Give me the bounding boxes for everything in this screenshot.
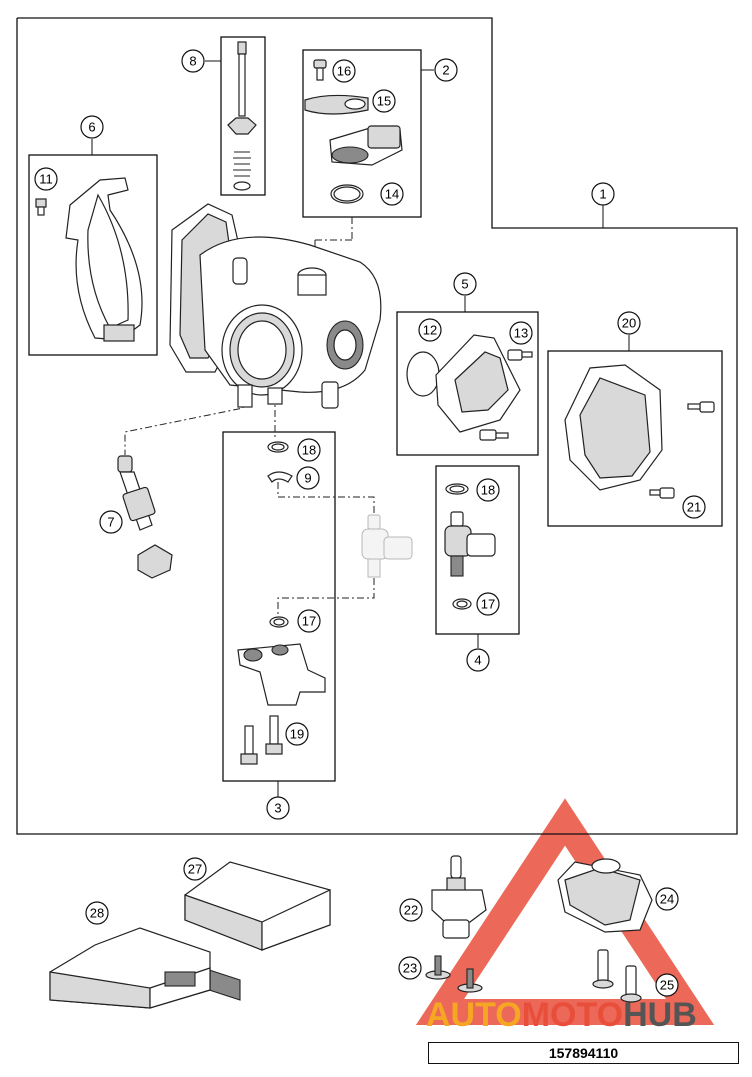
svg-text:25: 25: [660, 978, 674, 993]
callout-23: 23: [398, 956, 422, 980]
watermark-part-moto: MOTO: [521, 996, 624, 1034]
group-frame-2: [302, 49, 422, 218]
svg-text:7: 7: [107, 515, 114, 530]
svg-text:24: 24: [660, 892, 674, 907]
callout-27: 27: [183, 857, 207, 881]
svg-text:4: 4: [474, 653, 481, 668]
callout-17a: 17: [297, 609, 321, 633]
callout-19: 19: [285, 722, 309, 746]
svg-text:8: 8: [189, 54, 196, 69]
ecu-unit-27: [184, 861, 331, 1001]
injector-kit-3: [237, 441, 413, 765]
callout-13: 13: [509, 321, 533, 345]
callout-6: 6: [80, 115, 104, 139]
svg-text:20: 20: [622, 316, 636, 331]
control-unit-28: [49, 927, 211, 1009]
injector-ghost: [361, 514, 413, 578]
callout-21: 21: [682, 495, 706, 519]
callout-2: 2: [434, 58, 458, 82]
svg-text:9: 9: [304, 471, 311, 486]
connector-cover-24: [557, 858, 653, 933]
callout-18b: 18: [476, 478, 500, 502]
callout-11: 11: [34, 167, 58, 191]
callout-7: 7: [99, 510, 123, 534]
throttle-sensor-kit: [304, 59, 403, 204]
injector-kit-4: [444, 483, 496, 610]
callout-15: 15: [372, 89, 396, 113]
callout-17b: 17: [476, 592, 500, 616]
svg-text:28: 28: [90, 906, 104, 921]
callout-16: 16: [332, 59, 356, 83]
group-frame-20: [547, 350, 723, 527]
svg-text:19: 19: [290, 727, 304, 742]
idle-screw-assembly: [227, 41, 257, 191]
svg-text:5: 5: [461, 277, 468, 292]
svg-text:16: 16: [337, 64, 351, 79]
callout-3: 3: [266, 796, 290, 820]
svg-text:11: 11: [39, 172, 53, 187]
callout-18a: 18: [297, 438, 321, 462]
callout-24: 24: [655, 887, 679, 911]
group-frame-3: [222, 431, 336, 782]
callout-5: 5: [453, 272, 477, 296]
svg-text:22: 22: [404, 903, 418, 918]
group-frame-5: [396, 311, 539, 456]
watermark-part-hub: HUB: [623, 996, 697, 1034]
svg-text:1: 1: [599, 187, 606, 202]
screw-set-23: [425, 955, 483, 993]
svg-text:18: 18: [481, 483, 495, 498]
svg-text:15: 15: [377, 94, 391, 109]
svg-text:2: 2: [442, 63, 449, 78]
callout-20: 20: [617, 311, 641, 335]
map-sensor-22: [431, 855, 487, 939]
callout-14: 14: [380, 182, 404, 206]
callout-4: 4: [466, 648, 490, 672]
throttle-sensor-kit-5: [406, 334, 533, 441]
svg-text:21: 21: [687, 500, 701, 515]
svg-text:14: 14: [385, 187, 399, 202]
bolt-set-25: [592, 949, 642, 1003]
assembly-frame-1: [16, 17, 738, 835]
callout-25: 25: [655, 973, 679, 997]
temperature-sensor: [117, 455, 173, 579]
callout-28: 28: [85, 901, 109, 925]
svg-text:23: 23: [403, 961, 417, 976]
svg-text:3: 3: [274, 801, 281, 816]
watermark-part-auto: AUTO: [426, 996, 522, 1034]
callout-12: 12: [418, 318, 442, 342]
cable-bracket: [35, 177, 143, 342]
group-frame-6: [28, 154, 158, 356]
throttle-body: [169, 203, 382, 409]
svg-text:27: 27: [188, 862, 202, 877]
sensor-cover-20: [564, 364, 715, 499]
callout-9: 9: [296, 466, 320, 490]
callout-layer: 1 2 3 4 5 6 7 8 9 11 12 13 14 15 16 17 1…: [34, 49, 706, 997]
svg-text:18: 18: [302, 443, 316, 458]
svg-text:17: 17: [481, 597, 495, 612]
watermark-logo: AUTOMOTOHUB: [426, 995, 748, 1035]
callout-8: 8: [181, 49, 205, 73]
group-frame-8: [220, 36, 266, 196]
svg-text:6: 6: [88, 120, 95, 135]
document-number: 157894110: [428, 1042, 739, 1064]
svg-text:12: 12: [423, 323, 437, 338]
callout-1: 1: [591, 182, 615, 206]
svg-text:13: 13: [514, 326, 528, 341]
svg-text:17: 17: [302, 614, 316, 629]
callout-22: 22: [399, 898, 423, 922]
